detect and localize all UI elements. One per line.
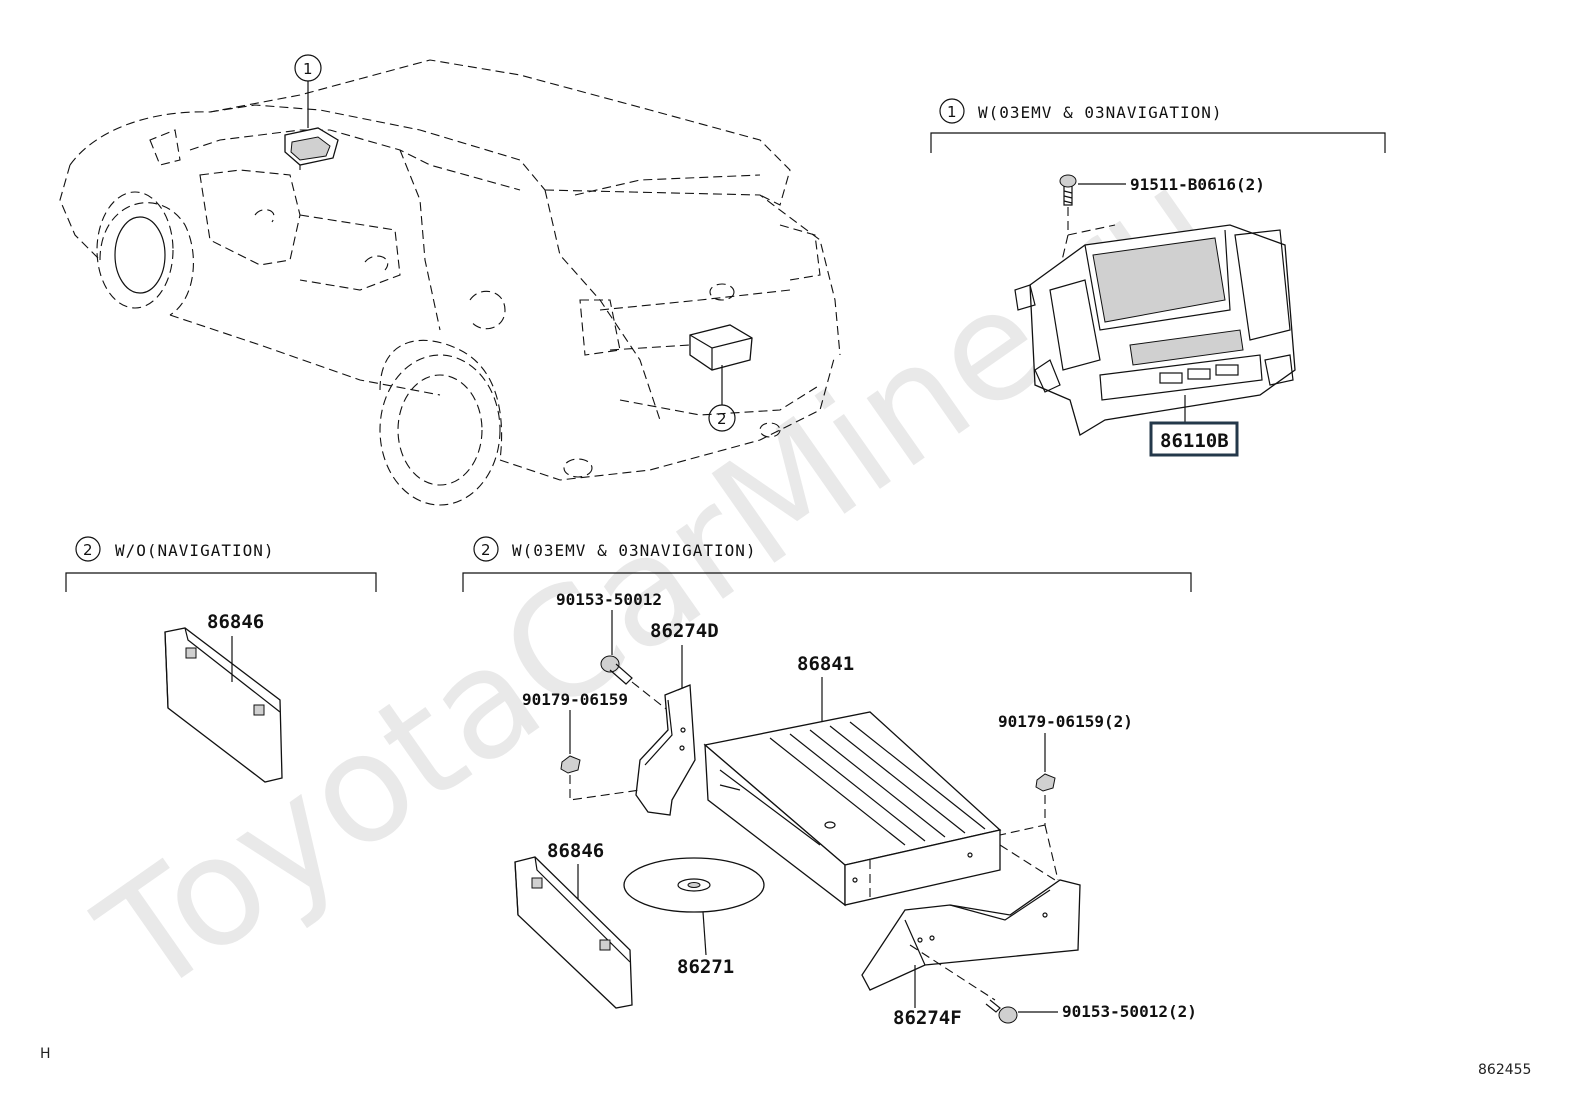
nut-90179-right: 90179-06159(2)	[998, 712, 1133, 881]
bolt-91511: 91511-B0616(2)	[1054, 174, 1265, 291]
part-highlight-box	[1149, 421, 1239, 457]
part-number: 86271	[677, 956, 734, 978]
svg-text:W/O(NAVIGATION): W/O(NAVIGATION)	[115, 541, 275, 560]
cover-86846-lower: 86846	[514, 840, 633, 1009]
vehicle-illustration	[59, 59, 841, 506]
part-number: 90153-50012	[556, 590, 662, 609]
part-number: 86274F	[893, 1007, 962, 1029]
callout-2-vehicle: 2	[708, 365, 736, 432]
bracket-86274f: 86274F	[861, 844, 1081, 1029]
cover-86846-left: 86846	[164, 611, 283, 783]
disc-86271: 86271	[623, 857, 765, 978]
group-1-header: 1 W(03EMV & 03NAVIGATION)	[930, 98, 1386, 153]
part-number: 90179-06159(2)	[998, 712, 1133, 731]
corner-code-left: H	[40, 1046, 51, 1062]
screw-90153-upper: 90153-50012	[556, 590, 681, 721]
screw-90153-lower: 90153-50012(2)	[985, 999, 1197, 1024]
part-number: 86841	[797, 653, 854, 675]
callout-1-vehicle: 1	[294, 54, 322, 128]
part-number: 91511-B0616(2)	[1130, 175, 1265, 194]
diagram-number: 862455	[1478, 1062, 1532, 1078]
part-number-highlighted: 86110B	[1160, 430, 1229, 452]
display-unit	[1014, 224, 1296, 436]
svg-text:W(03EMV & 03NAVIGATION): W(03EMV & 03NAVIGATION)	[512, 541, 757, 560]
part-number: 90153-50012(2)	[1062, 1002, 1197, 1021]
svg-text:1: 1	[303, 60, 313, 78]
svg-text:2: 2	[717, 410, 727, 428]
part-number: 86274D	[650, 620, 719, 642]
nav-unit-86841: 86841	[703, 653, 1002, 907]
nut-90179-left: 90179-06159	[522, 690, 641, 801]
svg-text:2: 2	[83, 541, 93, 559]
part-number: 86846	[207, 611, 264, 633]
svg-text:1: 1	[947, 103, 957, 121]
group-2a-header: 2 W/O(NAVIGATION)	[65, 536, 377, 592]
part-number: 90179-06159	[522, 690, 628, 709]
bracket-86274d: 86274D	[635, 620, 719, 816]
svg-text:W(03EMV & 03NAVIGATION): W(03EMV & 03NAVIGATION)	[978, 103, 1223, 122]
part-number: 86846	[547, 840, 604, 862]
group-2b-header: 2 W(03EMV & 03NAVIGATION)	[462, 536, 1192, 592]
svg-text:2: 2	[481, 541, 491, 559]
